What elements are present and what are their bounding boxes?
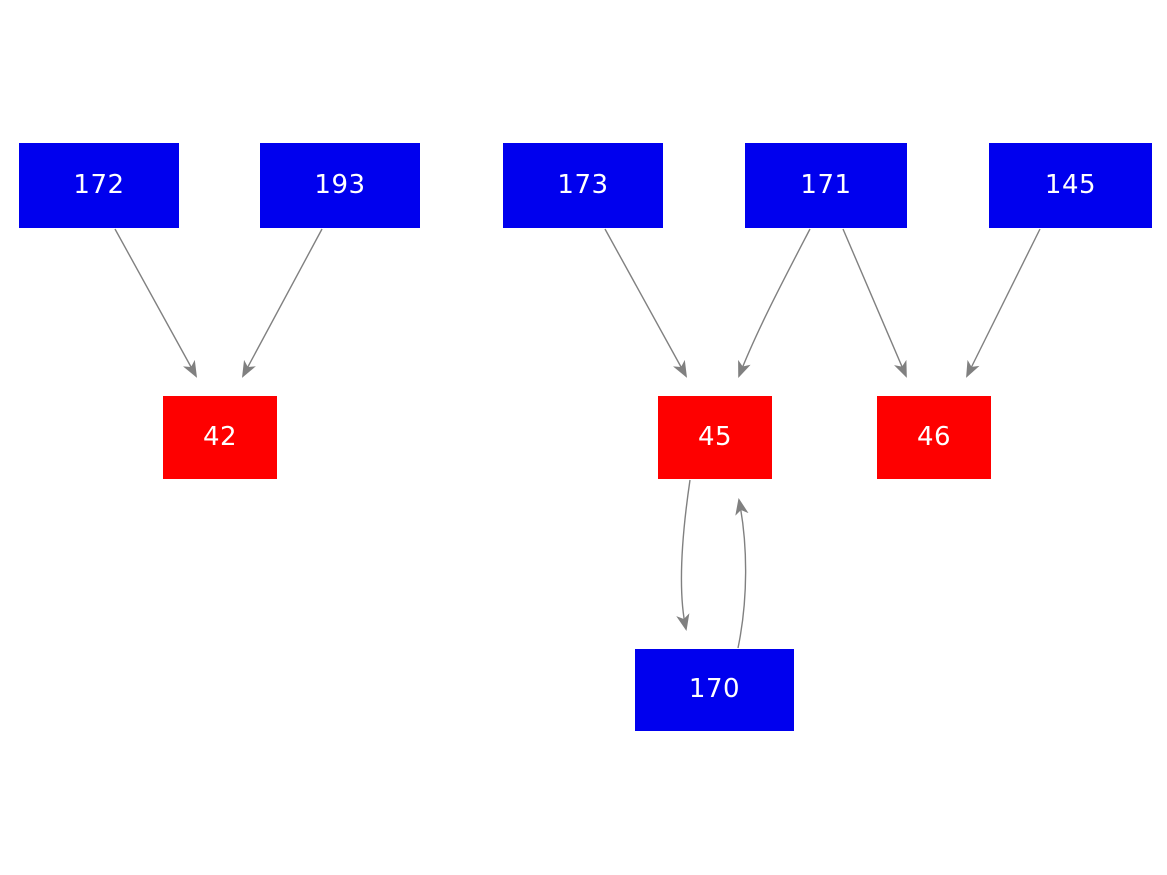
edge-171-to-46: [842, 228, 907, 378]
node-label: 42: [202, 421, 238, 452]
node-label: 172: [73, 169, 125, 200]
node-label: 193: [314, 169, 366, 200]
edge-193-to-42: [242, 228, 323, 378]
node-172[interactable]: 172: [19, 143, 179, 228]
node-label: 45: [697, 421, 733, 452]
node-label: 145: [1044, 169, 1097, 200]
edge-172-to-42: [114, 228, 198, 378]
edge-173-to-45: [604, 228, 688, 378]
node-label: 46: [916, 421, 952, 452]
edge-145-to-46: [966, 228, 1041, 378]
node-145[interactable]: 145: [989, 143, 1152, 228]
node-label: 170: [688, 674, 741, 704]
node-170[interactable]: 170: [635, 649, 794, 731]
node-label: 173: [557, 169, 609, 200]
edge-170-to-45: [735, 497, 749, 649]
node-173[interactable]: 173: [503, 143, 663, 228]
node-label: 171: [800, 169, 852, 200]
edge-171-to-45: [738, 228, 811, 378]
node-42[interactable]: 42: [163, 396, 277, 479]
node-46[interactable]: 46: [877, 396, 991, 479]
node-171[interactable]: 171: [745, 143, 907, 228]
edge-45-to-170: [676, 479, 691, 632]
node-45[interactable]: 45: [658, 396, 772, 479]
node-193[interactable]: 193: [260, 143, 420, 228]
